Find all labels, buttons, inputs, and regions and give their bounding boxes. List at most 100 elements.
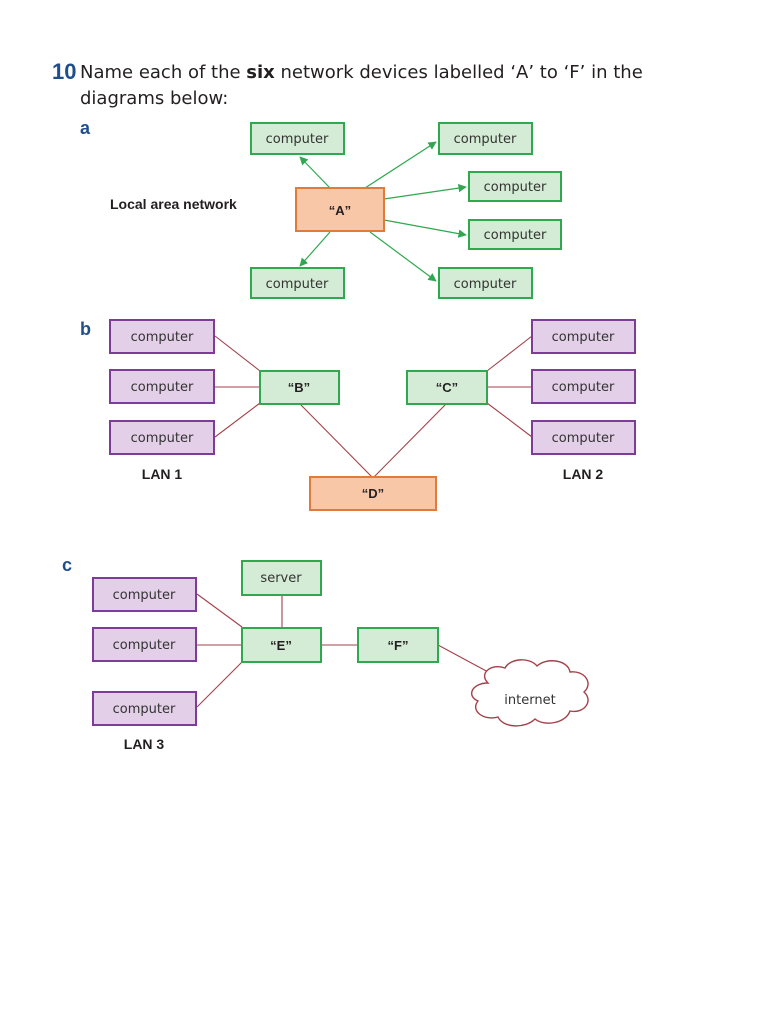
lan3-label: LAN 3 [124,736,165,752]
computer-label: computer [552,330,615,345]
computer-label: computer [131,431,194,446]
computer-label: computer [552,431,615,446]
computer-box [531,319,636,354]
computer-label: computer [113,638,176,653]
lan2-label: LAN 2 [563,466,604,482]
computer-node: computer [531,369,636,404]
server-box [241,560,322,596]
computer-node: computer [109,369,215,404]
computer-box [438,267,533,299]
question-text-line1: Name each of the six network devices lab… [80,62,643,83]
device-b-label: “B” [288,380,310,395]
link [214,335,261,372]
computer-box [250,267,345,299]
computer-node: computer [531,319,636,354]
computer-box [531,420,636,455]
computer-node: computer [250,122,345,155]
arrow-a-to-computer-bottom-right [369,231,437,282]
computer-box [92,627,197,662]
computer-box [109,369,215,404]
diagram-a: a Local area network computer computer c… [80,118,562,299]
computer-label: computer [484,180,547,195]
question-text-before: Name each of the [80,62,246,83]
computer-node: computer [438,267,533,299]
computer-box [92,691,197,726]
device-b: “B” [259,370,340,405]
arrow-a-to-computer-top-right [364,141,437,189]
lan-caption: Local area network [110,196,237,212]
server-node: server [241,560,322,596]
part-b-label: b [80,319,91,339]
device-d-box [309,476,437,511]
link [373,403,447,478]
computer-node: computer [92,691,197,726]
link [437,644,491,674]
computer-node: computer [250,267,345,299]
computer-node: computer [468,219,562,250]
part-a-label: a [80,118,91,138]
link [299,403,373,478]
computer-node: computer [109,319,215,354]
computer-node: computer [438,122,533,155]
computer-node: computer [92,577,197,612]
link [486,402,533,438]
device-c-label: “C” [436,380,458,395]
link [196,593,243,628]
computer-node: computer [468,171,562,202]
computer-box [468,171,562,202]
computer-node: computer [92,627,197,662]
cloud-shape [470,659,589,727]
part-c-label: c [62,555,72,575]
device-a-box [295,187,385,232]
arrow-a-to-computer-right-2 [383,219,467,238]
arrow-a-to-computer-right-1 [383,183,467,200]
computer-label: computer [552,380,615,395]
device-b-box [259,370,340,405]
computer-label: computer [266,132,329,147]
device-e: “E” [241,627,322,663]
arrow-a-to-computer-bottom-left [299,231,331,267]
computer-label: computer [266,277,329,292]
computer-box [438,122,533,155]
device-f-label: “F” [388,638,409,653]
diagram-b: b computer computer computer computer co… [80,319,636,511]
device-d-label: “D” [362,486,384,501]
question-text-after: network devices labelled ‘A’ to ‘F’ in t… [275,62,643,83]
device-f: “F” [357,627,439,663]
computer-label: computer [113,702,176,717]
computer-box [468,219,562,250]
device-d: “D” [309,476,437,511]
device-f-box [357,627,439,663]
internet-cloud: internet [470,659,589,727]
computer-label: computer [484,228,547,243]
computer-label: computer [131,380,194,395]
arrow-a-to-computer-top-left [299,156,331,189]
computer-node: computer [531,420,636,455]
computer-node: computer [109,420,215,455]
device-a: “A” [295,187,385,232]
diagram-c: c computer computer computer server “E” [62,555,589,752]
computer-box [109,319,215,354]
question-number: 10 [52,59,76,84]
question-header: 10 Name each of the six network devices … [52,59,643,109]
computer-box [92,577,197,612]
computer-box [109,420,215,455]
question-text-line2: diagrams below: [80,88,228,109]
internet-label: internet [504,693,555,708]
device-a-label: “A” [329,203,351,218]
server-label: server [260,571,302,586]
device-c-box [406,370,488,405]
device-e-label: “E” [270,638,292,653]
link [196,661,243,708]
computer-box [531,369,636,404]
device-c: “C” [406,370,488,405]
computer-box [250,122,345,155]
link [486,335,533,372]
computer-label: computer [454,277,517,292]
device-e-box [241,627,322,663]
lan1-label: LAN 1 [142,466,183,482]
computer-label: computer [454,132,517,147]
link [214,402,261,438]
computer-label: computer [113,588,176,603]
